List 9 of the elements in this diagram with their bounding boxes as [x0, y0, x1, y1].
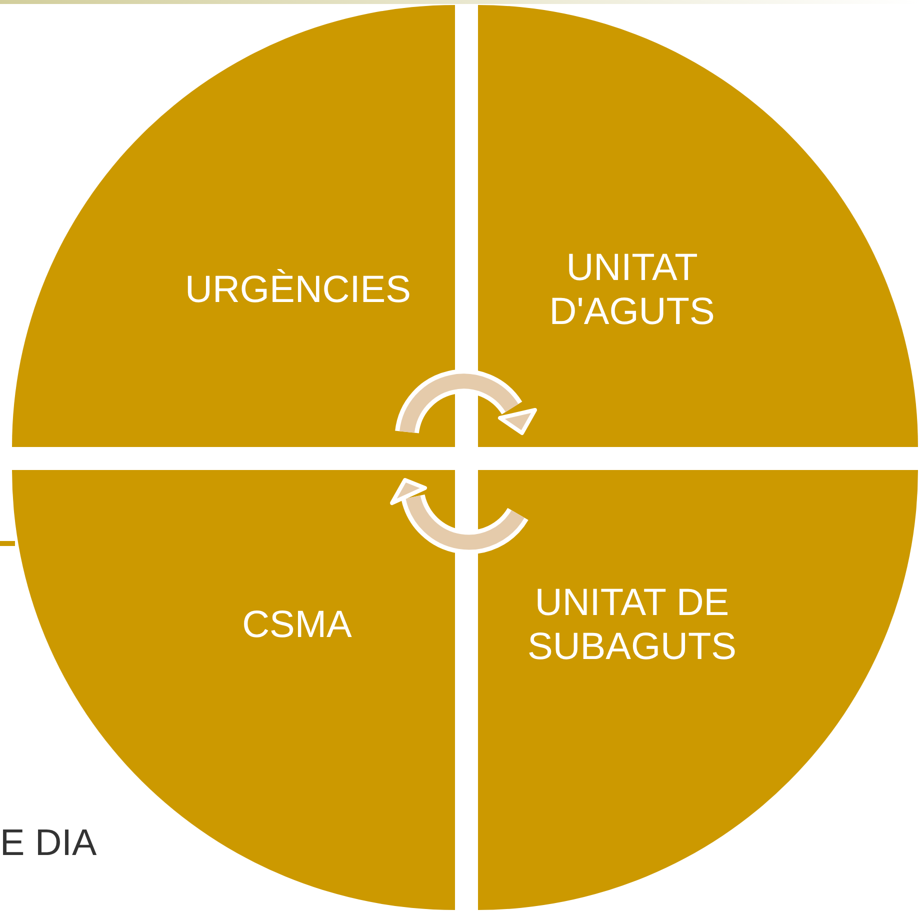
quarter-circle-segment	[478, 5, 918, 447]
segment-label: CSMA	[241, 603, 353, 647]
segment-label: UNITAT DE SUBAGUTS	[526, 581, 738, 669]
quarter-circle-segment	[12, 5, 455, 447]
cut-off-text: E DIA	[0, 822, 97, 864]
curved-arrow	[395, 369, 537, 435]
curved-arrow	[390, 478, 528, 554]
segment-label: URGÈNCIES	[184, 268, 412, 312]
segment-label: UNITAT D'AGUTS	[548, 246, 716, 334]
